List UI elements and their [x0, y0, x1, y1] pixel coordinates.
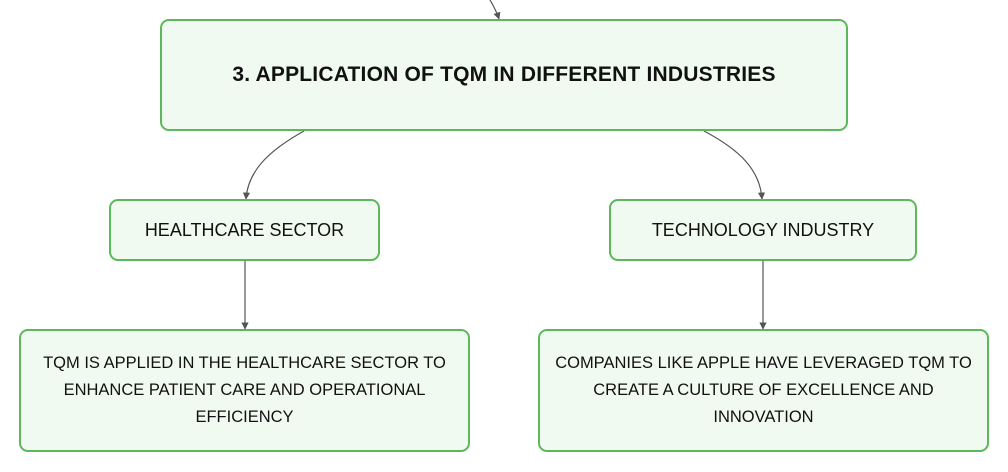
connector-root-to-healthcare: [242, 130, 305, 200]
connector-parent-to-root: [489, 0, 501, 20]
branch-node-label: HEALTHCARE SECTOR: [144, 219, 345, 240]
detail-node-text: TQM IS APPLIED IN THE HEALTHCARE SECTOR …: [43, 354, 446, 426]
detail-node-healthcare-sector[interactable]: TQM IS APPLIED IN THE HEALTHCARE SECTOR …: [19, 329, 470, 452]
root-node-label: 3. APPLICATION OF TQM IN DIFFERENT INDUS…: [232, 63, 776, 86]
detail-node-technology-industry[interactable]: COMPANIES LIKE APPLE HAVE LEVERAGED TQM …: [538, 329, 989, 452]
connector-root-to-technology: [703, 130, 766, 200]
branch-node-healthcare-sector[interactable]: HEALTHCARE SECTOR: [109, 199, 380, 261]
detail-node-text: COMPANIES LIKE APPLE HAVE LEVERAGED TQM …: [555, 354, 972, 426]
branch-node-technology-industry[interactable]: TECHNOLOGY INDUSTRY: [609, 199, 917, 261]
root-node[interactable]: 3. APPLICATION OF TQM IN DIFFERENT INDUS…: [160, 19, 848, 131]
branch-node-label: TECHNOLOGY INDUSTRY: [651, 219, 875, 240]
